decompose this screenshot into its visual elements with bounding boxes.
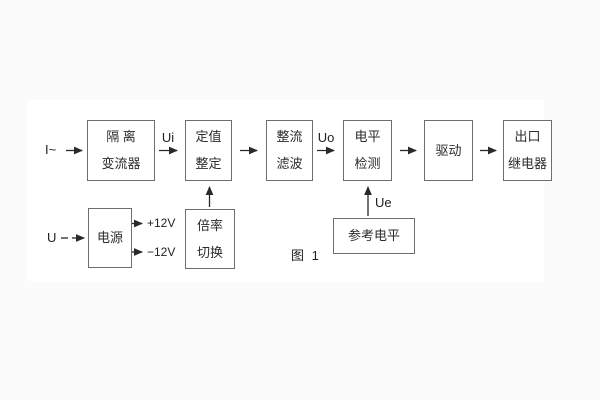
signal-input-current-label: I~ bbox=[45, 142, 57, 157]
block-rectifier-filter-line1: 整流 bbox=[276, 129, 303, 144]
block-rectifier-filter: 整流 滤波 bbox=[266, 120, 313, 181]
block-isolation-transformer-line1: 隔 离 bbox=[106, 129, 136, 144]
figure-caption: 图 1 bbox=[291, 248, 321, 263]
block-level-detector-line1: 电平 bbox=[354, 129, 381, 144]
signal-input-voltage-label: U bbox=[47, 230, 57, 245]
block-level-detector-line2: 检测 bbox=[354, 156, 381, 171]
block-setpoint-adjust-line1: 定值 bbox=[195, 129, 222, 144]
block-output-relay: 出口 继电器 bbox=[503, 120, 552, 181]
block-output-relay-line2: 继电器 bbox=[507, 156, 547, 171]
block-driver: 驱动 bbox=[424, 120, 473, 181]
signal-plus12v-label: +12V bbox=[147, 216, 176, 230]
block-driver-label: 驱动 bbox=[435, 142, 462, 158]
signal-uo-label: Uo bbox=[317, 130, 335, 145]
block-output-relay-line1: 出口 bbox=[514, 129, 541, 144]
signal-ui-label: Ui bbox=[161, 130, 175, 145]
block-power-supply-label: 电源 bbox=[96, 230, 123, 245]
block-power-supply: 电源 bbox=[88, 208, 132, 268]
block-level-detector: 电平 检测 bbox=[343, 120, 392, 181]
signal-ue-label: Ue bbox=[375, 195, 392, 210]
block-ratio-switch: 倍率 切换 bbox=[185, 209, 235, 269]
block-reference-level-label: 参考电平 bbox=[347, 228, 400, 243]
block-ratio-switch-line2: 切换 bbox=[196, 244, 223, 260]
block-reference-level: 参考电平 bbox=[333, 218, 415, 254]
block-setpoint-adjust: 定值 整定 bbox=[185, 120, 232, 181]
block-rectifier-filter-line2: 滤波 bbox=[276, 156, 303, 171]
block-ratio-switch-line1: 倍率 bbox=[196, 217, 223, 233]
signal-minus12v-label: −12V bbox=[147, 245, 176, 259]
block-isolation-transformer: 隔 离 变流器 bbox=[87, 120, 155, 181]
block-isolation-transformer-line2: 变流器 bbox=[101, 156, 141, 171]
block-setpoint-adjust-line2: 整定 bbox=[195, 156, 222, 171]
